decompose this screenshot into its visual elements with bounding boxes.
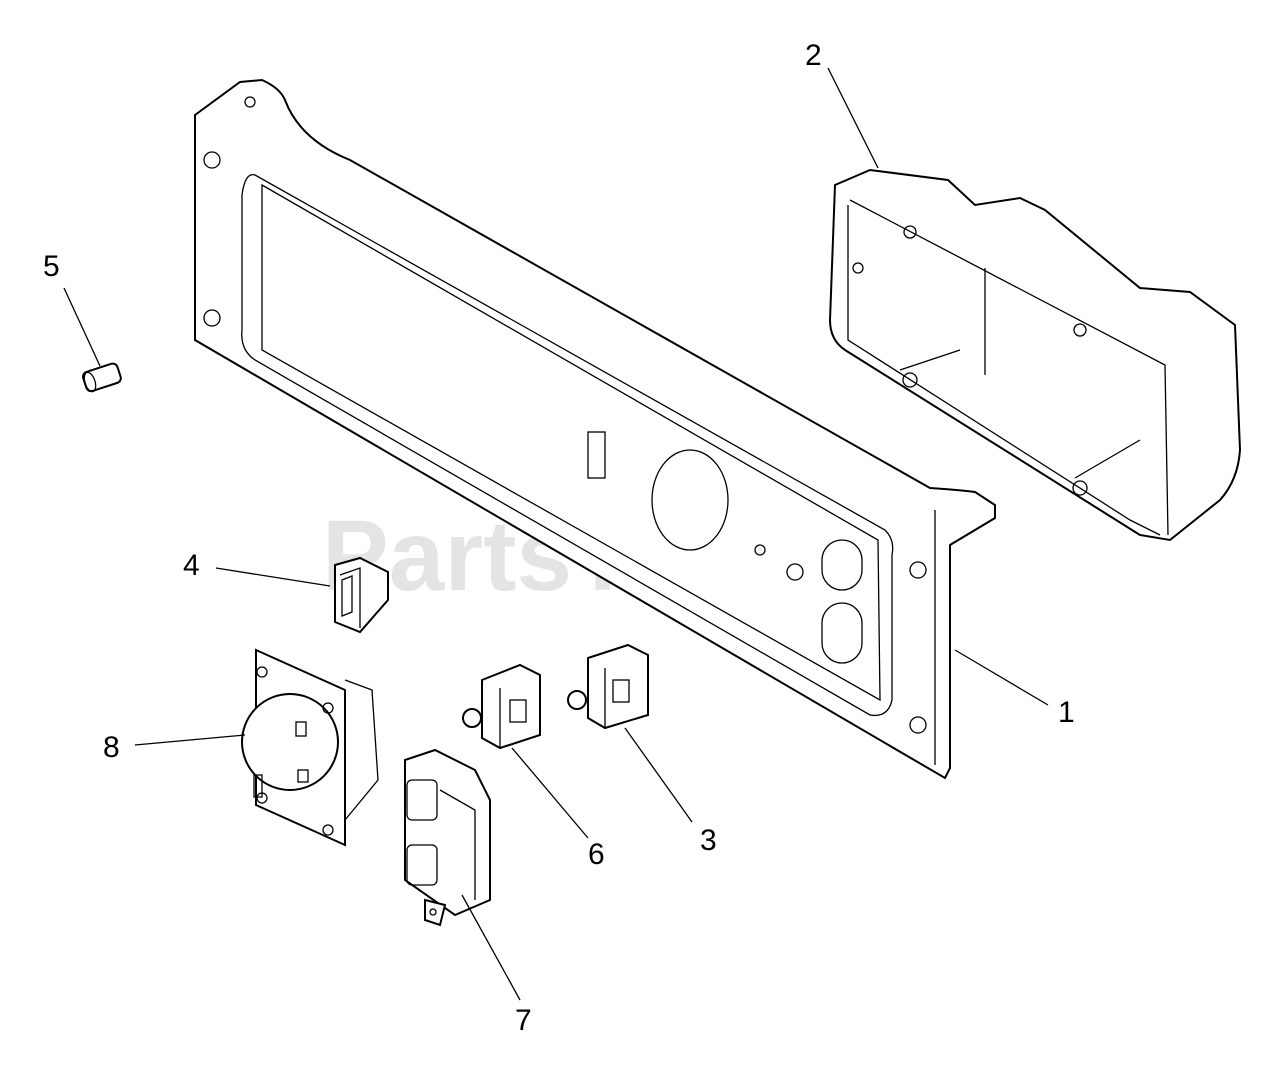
rocker-switch [334, 556, 389, 634]
callout-3: 3 [700, 824, 717, 857]
callout-2: 2 [805, 39, 822, 72]
panel-housing-box [828, 168, 1242, 542]
duplex-outlet [404, 748, 491, 927]
receptacle-30a [241, 648, 379, 847]
control-panel-plate [194, 78, 996, 780]
screw [81, 362, 122, 393]
callout-5: 5 [43, 250, 60, 283]
callout-1: 1 [1058, 696, 1075, 729]
callout-6: 6 [588, 838, 605, 871]
circuit-breaker-6 [462, 663, 541, 750]
callout-7: 7 [515, 1004, 532, 1037]
circuit-breaker-3 [567, 643, 649, 730]
callout-8: 8 [103, 731, 120, 764]
callout-4: 4 [183, 549, 200, 582]
